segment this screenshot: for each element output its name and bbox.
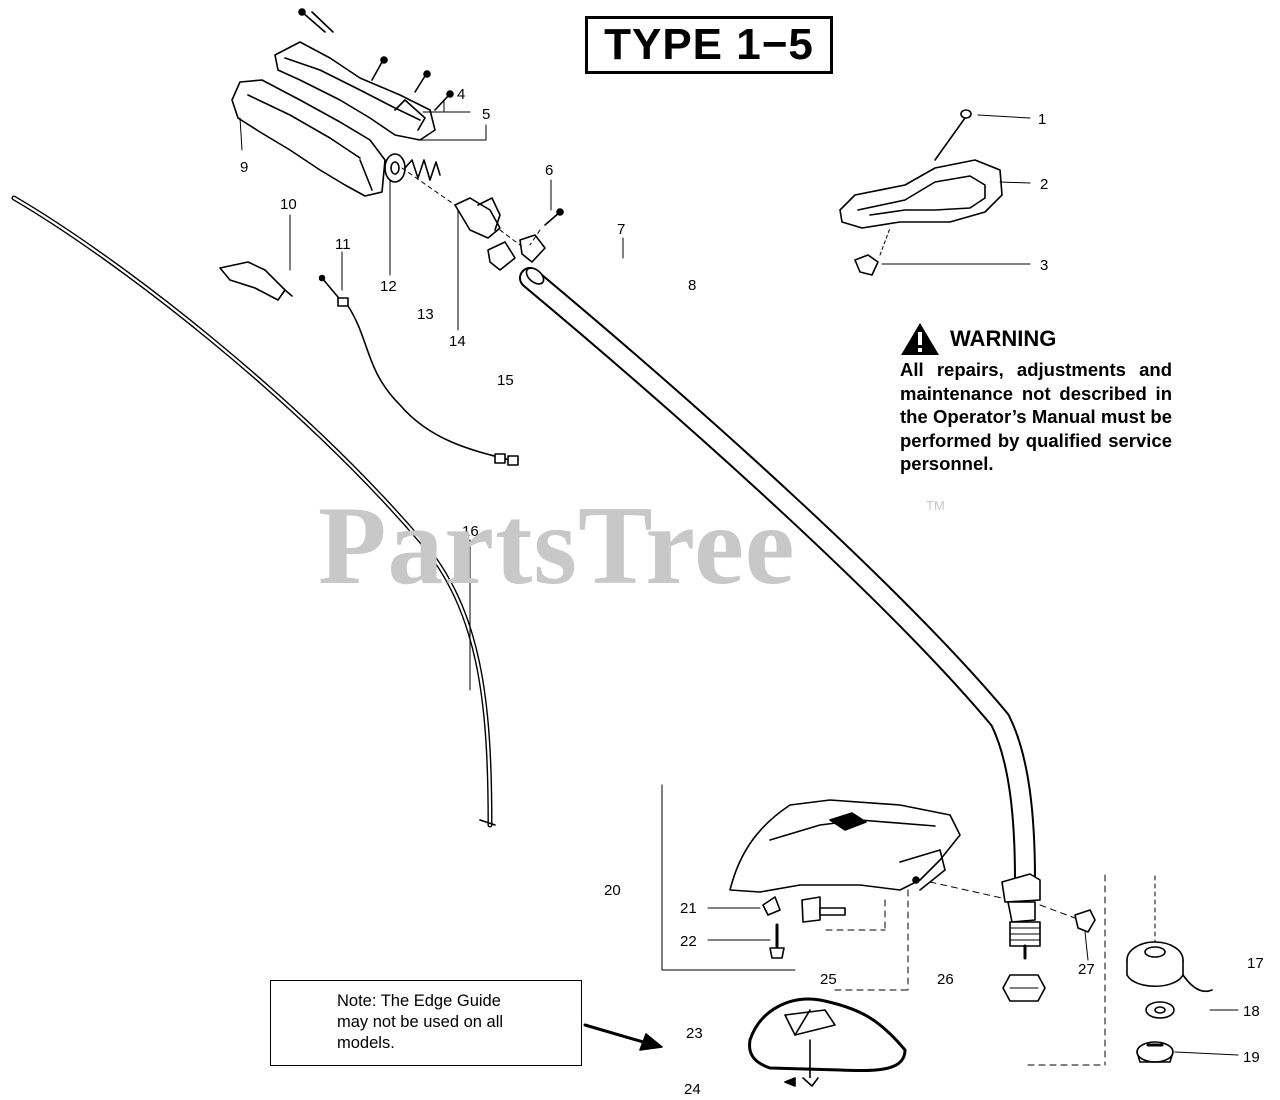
- note-line: models.: [337, 1034, 395, 1052]
- trigger-10: [219, 261, 293, 301]
- shaft-clamp: [1001, 873, 1041, 960]
- callout-11: 11: [335, 236, 351, 253]
- warning-block: WARNING All repairs, adjustments and mai…: [900, 322, 1172, 476]
- callout-2: 2: [1040, 176, 1048, 193]
- drive-shaft-16: [11, 195, 496, 828]
- callout-14: 14: [449, 333, 466, 350]
- assist-handle-2: [839, 159, 1003, 229]
- edge-guide-note: Note: The Edge Guide may not be used on …: [270, 980, 582, 1066]
- leader-lines: [239, 100, 1239, 1056]
- callout-13: 13: [417, 306, 434, 323]
- callout-17: 17: [1247, 955, 1264, 972]
- callout-25: 25: [820, 971, 837, 988]
- diagram-title: TYPE 1−5: [585, 16, 833, 74]
- callout-24: 24: [684, 1081, 701, 1095]
- blade-21: [762, 896, 781, 916]
- callout-16: 16: [462, 523, 479, 540]
- screw-6: [544, 208, 564, 226]
- shield-20: [729, 799, 961, 893]
- handle-screws: [298, 8, 454, 111]
- callout-19: 19: [1243, 1049, 1260, 1066]
- bracket-25: [801, 896, 846, 923]
- warning-heading: WARNING: [950, 326, 1057, 351]
- handle-half-right: [274, 41, 436, 141]
- note-arrow: [583, 1023, 663, 1051]
- warning-triangle-icon: [901, 323, 939, 355]
- washer-18: [1145, 1001, 1175, 1019]
- callout-8: 8: [688, 277, 696, 294]
- knob-19: [1136, 1041, 1174, 1063]
- callout-7: 7: [617, 221, 625, 238]
- callout-12: 12: [380, 278, 397, 295]
- handle-half-left: [231, 79, 386, 197]
- callout-26: 26: [937, 971, 954, 988]
- warning-heading-row: WARNING: [900, 322, 1172, 356]
- throttle-cable-11: [318, 274, 519, 466]
- callout-3: 3: [1040, 257, 1048, 274]
- callout-5: 5: [482, 106, 490, 123]
- callout-21: 21: [680, 900, 697, 917]
- warning-text: All repairs, adjustments and maintenance…: [900, 359, 1172, 474]
- note-line: may not be used on all: [337, 1013, 504, 1031]
- shaft-tube-8: [519, 267, 1036, 891]
- callout-23: 23: [686, 1025, 703, 1042]
- callout-4: 4: [457, 86, 465, 103]
- callout-27: 27: [1078, 961, 1095, 978]
- callout-15: 15: [497, 372, 514, 389]
- coupler-14: [454, 197, 546, 271]
- note-line: Note: The Edge Guide: [337, 992, 501, 1010]
- callout-22: 22: [680, 933, 697, 950]
- bolt-1: [934, 109, 972, 161]
- wing-nut-3: [854, 227, 891, 276]
- callout-6: 6: [545, 162, 553, 179]
- screws-24: [784, 1039, 819, 1087]
- assembly-guide-lines: [401, 167, 541, 246]
- spring-13: [404, 159, 441, 181]
- nut-26: [1002, 974, 1046, 1002]
- callout-10: 10: [280, 196, 297, 213]
- callout-9: 9: [240, 159, 248, 176]
- lower-guide-lines: [661, 784, 1106, 1066]
- edge-guide-23: [748, 997, 907, 1073]
- callout-20: 20: [604, 882, 621, 899]
- callout-labels: 1 2 3 4 5 6 7 8 9 10 11 12 13 14 15 16 1…: [240, 86, 1264, 1098]
- watermark: PartsTree: [318, 484, 796, 608]
- callout-18: 18: [1243, 1003, 1260, 1020]
- watermark-trademark: TM: [926, 498, 945, 513]
- wing-nut-27: [1074, 909, 1096, 933]
- trimmer-head-17: [1126, 875, 1213, 993]
- screw-22: [769, 923, 785, 959]
- callout-1: 1: [1038, 111, 1046, 128]
